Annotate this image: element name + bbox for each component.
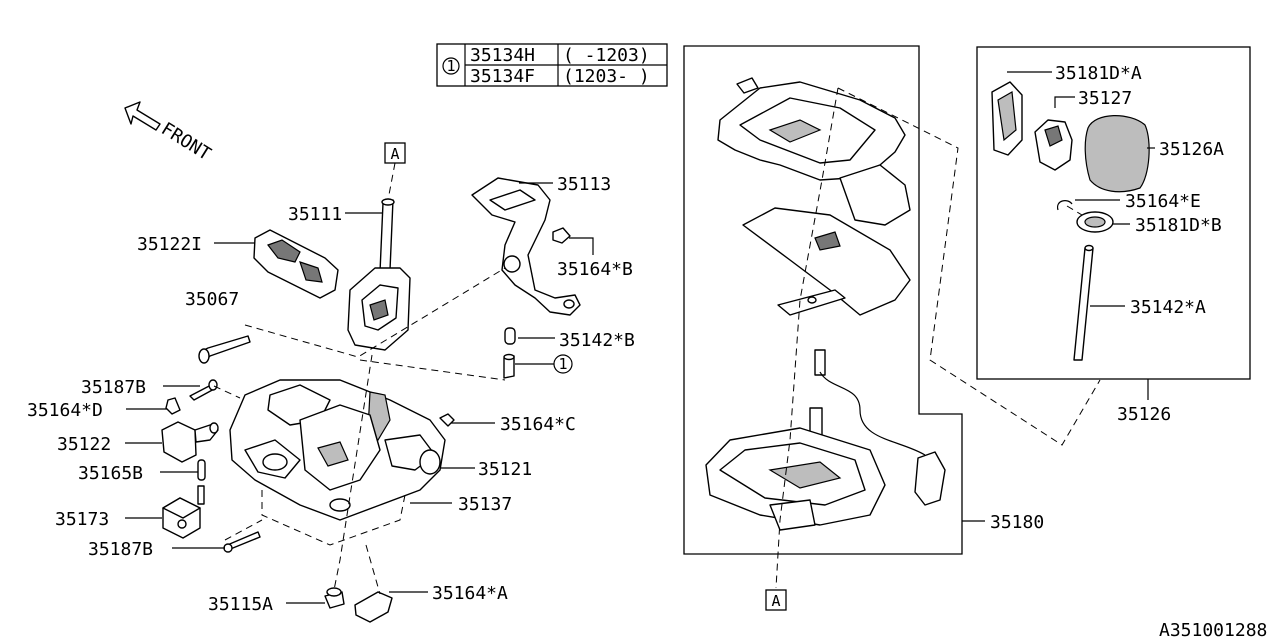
label-35164A: 35164*A	[432, 583, 508, 604]
front-arrow-icon	[124, 101, 161, 131]
label-35181DA: 35181D*A	[1055, 63, 1142, 84]
label-35181DB: 35181D*B	[1135, 215, 1222, 236]
knob-35126A	[1084, 115, 1150, 193]
pin-35142B	[504, 327, 516, 345]
label-35187B-bottom: 35187B	[88, 539, 153, 560]
legend-range-1: ( -1203)	[563, 45, 650, 66]
base-plate-35121	[229, 379, 446, 521]
clip-35164A	[354, 591, 393, 623]
label-35126: 35126	[1117, 404, 1171, 425]
bolt-35187B-top	[189, 379, 218, 401]
label-35121: 35121	[478, 459, 532, 480]
boot-35181DB	[1076, 211, 1114, 233]
ref-marker-bottom: A	[765, 589, 787, 611]
solenoid-35173	[162, 485, 205, 539]
group-box-35126	[976, 46, 1251, 380]
front-label: FRONT	[157, 118, 214, 165]
label-35164B: 35164*B	[557, 259, 633, 280]
select-lever-rod	[379, 198, 395, 273]
console-panel	[717, 77, 911, 226]
label-35164C: 35164*C	[500, 414, 576, 435]
label-35122I: 35122I	[137, 234, 202, 255]
detent-plate-35122I	[253, 229, 339, 299]
label-35113: 35113	[557, 174, 611, 195]
label-35165B: 35165B	[78, 463, 143, 484]
ref-marker-bottom-text: A	[771, 592, 780, 610]
callout-circle-1-text: 1	[558, 355, 567, 373]
bracket-35113	[471, 177, 581, 316]
legend-marker-circle	[442, 57, 460, 75]
nut-35115A	[324, 587, 345, 609]
legend-part-2: 35134F	[470, 66, 535, 87]
pin-35165B	[197, 459, 206, 481]
label-35126A: 35126A	[1159, 139, 1224, 160]
label-35127: 35127	[1078, 88, 1132, 109]
trim-panel	[742, 207, 911, 316]
indicator-harness	[809, 349, 946, 506]
label-35164D: 35164*D	[27, 400, 103, 421]
leader-lines	[125, 71, 1155, 604]
label-35111: 35111	[288, 204, 342, 225]
spring-35164E	[1056, 200, 1073, 211]
label-35067: 35067	[185, 289, 239, 310]
pin-35067	[198, 335, 251, 364]
legend-part-1: 35134H	[470, 45, 535, 66]
legend-range-2: (1203- )	[563, 66, 650, 87]
label-35180: 35180	[990, 512, 1044, 533]
part-circle-1: 1	[503, 353, 573, 379]
label-35122: 35122	[57, 434, 111, 455]
label-35142A: 35142*A	[1130, 297, 1206, 318]
legend-marker: 1	[446, 57, 455, 75]
clip-35164C	[439, 413, 455, 427]
ref-marker-top-text: A	[390, 145, 399, 163]
clip-35164D	[165, 397, 181, 415]
knob-cover-35181DA	[991, 81, 1023, 156]
shift-lever-body	[347, 267, 411, 351]
label-35137: 35137	[458, 494, 512, 515]
front-arrow: FRONT	[124, 101, 215, 165]
legend-table: 1 35134H ( -1203) 35134F (1203- )	[436, 43, 668, 87]
label-35115A: 35115A	[208, 594, 273, 615]
console-base	[705, 427, 886, 531]
diagram-id: A351001288	[1159, 620, 1267, 640]
label-35164E: 35164*E	[1125, 191, 1201, 212]
clip-35164B	[552, 227, 571, 244]
bolt-35187B-bottom	[223, 531, 261, 553]
label-35187B-top: 35187B	[81, 377, 146, 398]
group-box-35180	[683, 45, 963, 555]
label-35173: 35173	[55, 509, 109, 530]
ref-marker-top: A	[384, 142, 406, 164]
bracket-35122	[161, 421, 219, 463]
label-35142B: 35142*B	[559, 330, 635, 351]
part-labels: 35111 35113 35122I 35164*B 35067 35142*B…	[27, 63, 1267, 640]
rod-35142A	[1073, 244, 1094, 361]
plate-35137	[261, 490, 406, 546]
button-35127	[1034, 119, 1073, 171]
